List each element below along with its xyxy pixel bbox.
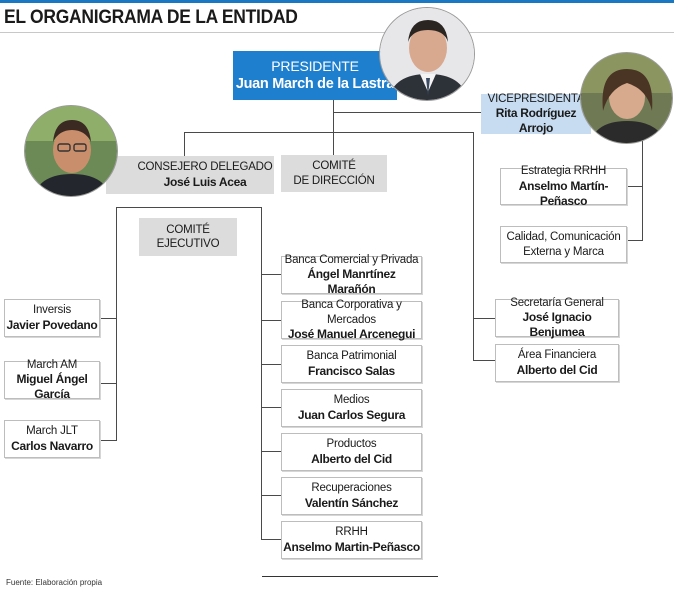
unit-area: March AM bbox=[26, 358, 78, 371]
unit-name: José Manuel Arcenegui bbox=[287, 326, 416, 341]
unit-name: Francisco Salas bbox=[308, 363, 395, 378]
source-value: Elaboración propia bbox=[35, 578, 103, 587]
right-unit-area-financiera[interactable]: Área Financiera Alberto del Cid bbox=[495, 344, 619, 382]
center-unit-recuperaciones[interactable]: Recuperaciones Valentín Sánchez bbox=[281, 477, 422, 515]
unit-area: Banca Comercial y Privada bbox=[284, 253, 419, 266]
center-unit-banca-corporativa[interactable]: Banca Corporativa y Mercados José Manuel… bbox=[281, 299, 422, 341]
unit-area: Estrategia RRHH bbox=[520, 165, 607, 178]
unit-name: Alberto del Cid bbox=[516, 362, 598, 377]
chart-title: EL ORGANIGRAMA DE LA ENTIDAD bbox=[4, 7, 298, 28]
left-unit-march-am[interactable]: March AM Miguel Ángel García bbox=[4, 358, 100, 402]
presidente-photo bbox=[379, 7, 475, 101]
center-unit-productos[interactable]: Productos Alberto del Cid bbox=[281, 433, 422, 471]
unit-area: March JLT bbox=[26, 425, 78, 438]
center-unit-banca-patrimonial[interactable]: Banca Patrimonial Francisco Salas bbox=[281, 345, 422, 383]
unit-area: Inversis bbox=[32, 304, 72, 317]
comite-ejecutivo-line1: COMITÉ bbox=[166, 223, 210, 236]
unit-area: Productos bbox=[326, 438, 377, 451]
consejero-box[interactable]: CONSEJERO DELEGADO José Luis Acea bbox=[106, 156, 274, 194]
unit-area: Medios bbox=[333, 394, 370, 407]
unit-name: Alberto del Cid bbox=[311, 451, 392, 466]
unit-area: Banca Patrimonial bbox=[306, 350, 397, 363]
portrait-photo-icon bbox=[380, 8, 474, 100]
unit-area-line1: Calidad, Comunicación bbox=[506, 231, 621, 244]
unit-area: Secretaría General bbox=[510, 296, 604, 309]
center-unit-medios[interactable]: Medios Juan Carlos Segura bbox=[281, 389, 422, 427]
unit-area: Área Financiera bbox=[517, 349, 597, 362]
portrait-photo-icon bbox=[581, 53, 672, 143]
vp-unit-calidad-comunicacion[interactable]: Estrategia RRHH Calidad, Comunicación Ex… bbox=[500, 226, 627, 263]
unit-area-line2: Externa y Marca bbox=[523, 245, 604, 258]
comite-direccion-line1: COMITÉ bbox=[312, 160, 356, 173]
unit-name: José Ignacio Benjumea bbox=[522, 310, 592, 340]
unit-name: Ángel Manrtínez Marañón bbox=[307, 267, 396, 297]
unit-name: Miguel Ángel García bbox=[16, 372, 88, 402]
unit-area: Banca Corporativa y Mercados bbox=[301, 299, 402, 326]
left-unit-march-jlt[interactable]: March JLT Carlos Navarro bbox=[4, 420, 100, 458]
comite-direccion-line2: DE DIRECCIÓN bbox=[293, 174, 375, 187]
left-unit-inversis[interactable]: Inversis Javier Povedano bbox=[4, 299, 100, 337]
unit-area: Recuperaciones bbox=[311, 482, 392, 495]
unit-name: Anselmo Martín-Peñasco bbox=[518, 178, 609, 208]
vp-unit-estrategia-rrhh[interactable]: Estrategia RRHH Anselmo Martín-Peñasco bbox=[500, 165, 627, 208]
portrait-photo-icon bbox=[25, 106, 117, 196]
center-unit-banca-comercial[interactable]: Banca Comercial y Privada Ángel Manrtíne… bbox=[281, 253, 422, 297]
title-divider bbox=[0, 32, 674, 33]
unit-name: Carlos Navarro bbox=[11, 438, 93, 453]
source-label: Fuente: bbox=[6, 578, 34, 587]
presidente-box[interactable]: PRESIDENTE Juan March de la Lastra bbox=[233, 51, 397, 100]
vicepresidenta-name: Rita Rodríguez Arrojo bbox=[495, 106, 577, 136]
source-note: Fuente: Elaboración propia bbox=[6, 578, 102, 587]
comite-ejecutivo-line2: EJECUTIVO bbox=[156, 238, 220, 250]
consejero-role: CONSEJERO DELEGADO bbox=[137, 161, 273, 174]
center-unit-rrhh[interactable]: RRHH Anselmo Martin-Peñasco bbox=[281, 521, 422, 559]
presidente-role: PRESIDENTE bbox=[271, 57, 359, 74]
presidente-name: Juan March de la Lastra bbox=[235, 76, 395, 93]
right-unit-secretaria-general[interactable]: Secretaría General José Ignacio Benjumea bbox=[495, 296, 619, 340]
top-accent-bar bbox=[0, 0, 674, 3]
comite-direccion-box[interactable]: COMITÉ DE DIRECCIÓN bbox=[281, 155, 387, 192]
unit-name: Valentín Sánchez bbox=[304, 495, 399, 510]
unit-name: Anselmo Martin-Peñasco bbox=[283, 539, 420, 554]
vicepresidenta-photo bbox=[580, 52, 673, 144]
unit-area: RRHH bbox=[335, 526, 368, 539]
consejero-name: José Luis Acea bbox=[163, 174, 247, 189]
vicepresidenta-role: VICEPRESIDENTA bbox=[487, 92, 585, 105]
unit-name: Juan Carlos Segura bbox=[297, 407, 406, 422]
comite-ejecutivo-box[interactable]: COMITÉ EJECUTIVO bbox=[139, 218, 237, 256]
footer-divider bbox=[262, 576, 438, 577]
unit-name: Javier Povedano bbox=[6, 317, 98, 332]
vicepresidenta-box[interactable]: VICEPRESIDENTA Rita Rodríguez Arrojo bbox=[481, 92, 591, 136]
consejero-photo bbox=[24, 105, 118, 197]
